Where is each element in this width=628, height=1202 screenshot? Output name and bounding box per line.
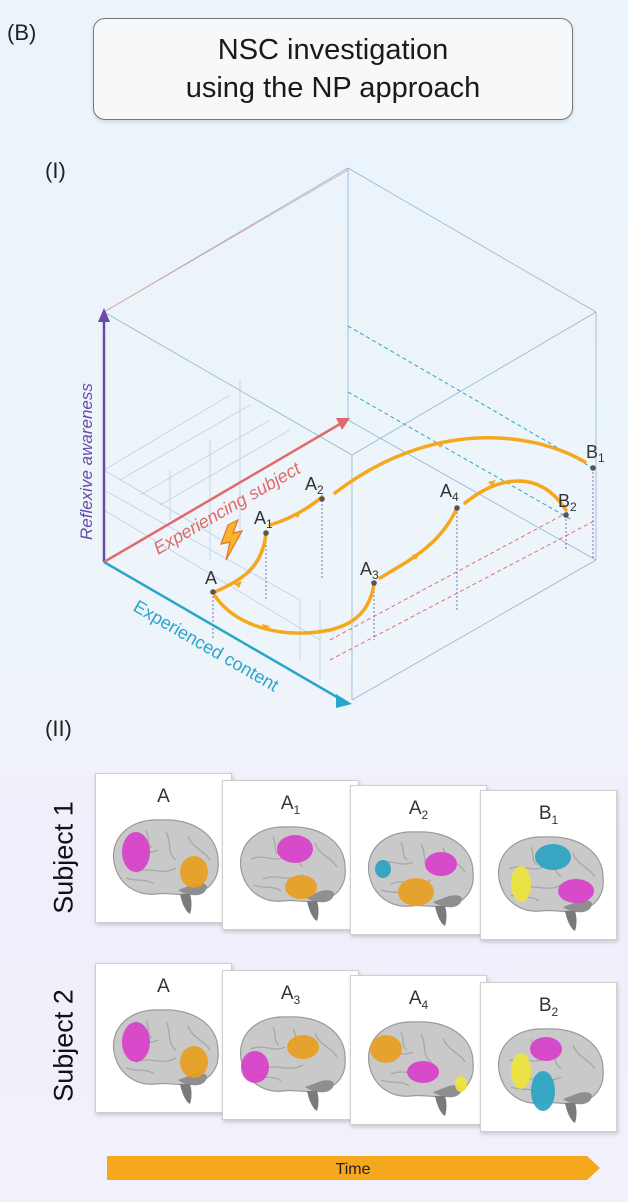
point-b1-label: B — [586, 442, 598, 462]
brain-card-state: A — [280, 793, 294, 814]
brain-card: A — [95, 963, 232, 1113]
point-b2-label: B — [558, 491, 570, 511]
activation-region — [370, 1035, 402, 1063]
brain-card-state-sub: 1 — [551, 812, 559, 827]
point-a1-label: A — [254, 508, 266, 528]
activation-region — [530, 1037, 562, 1061]
brain-card-state-sub: 1 — [293, 802, 301, 817]
brain-card-state: B — [538, 803, 552, 824]
activation-region — [558, 879, 594, 903]
brain-illustration — [497, 836, 604, 931]
title-line-1: NSC investigation — [217, 34, 449, 66]
title-line-2: using the NP approach — [185, 72, 481, 104]
brain-card-state: A — [408, 798, 422, 819]
activation-region — [122, 1022, 150, 1062]
panel-b-label: (B) — [7, 20, 37, 45]
point-b2-sub: 2 — [570, 500, 577, 514]
brain-card-state: A — [280, 983, 294, 1004]
content-axis — [103, 560, 343, 702]
point-a-label: A — [205, 568, 217, 588]
point-a4-sub: 4 — [452, 490, 459, 504]
point-a1-sub: 1 — [266, 517, 273, 531]
brain-card-state-sub: 2 — [551, 1004, 559, 1019]
activation-region — [407, 1061, 439, 1083]
point-a2-sub: 2 — [317, 483, 324, 497]
subject-axis — [103, 422, 341, 564]
activation-region — [241, 1051, 269, 1083]
panel-ii-label: (II) — [45, 716, 72, 741]
point-a2-label: A — [305, 474, 317, 494]
activation-region — [531, 1071, 555, 1111]
activation-region — [425, 852, 457, 876]
activation-region — [122, 832, 150, 872]
brain-card: A — [95, 773, 232, 923]
trajectories — [213, 436, 587, 635]
reflexive-axis-label: Reflexive awareness — [77, 383, 96, 540]
activation-region — [455, 1076, 467, 1092]
brain-illustration — [497, 1028, 604, 1123]
brain-card-state-sub: 3 — [293, 992, 301, 1007]
brain-card: A2 — [350, 785, 487, 935]
time-arrow: Time — [107, 1156, 600, 1180]
content-axis-label: Experienced content — [130, 596, 282, 695]
activation-region — [180, 856, 208, 888]
panel-i-label: (I) — [45, 158, 66, 183]
svg-text:B2: B2 — [558, 491, 577, 514]
stimulus-bolt-icon — [220, 518, 244, 561]
brain-card-label: A1 — [223, 793, 358, 817]
point-a3-label: A — [360, 559, 372, 579]
svg-text:A4: A4 — [440, 481, 459, 504]
brain-card-label: B2 — [481, 995, 616, 1019]
brain-card-label: A — [96, 786, 231, 810]
subject-2-label: Subject 2 — [48, 989, 79, 1102]
brain-card-label: B1 — [481, 803, 616, 827]
svg-text:B1: B1 — [586, 442, 605, 465]
subject-1-label: Subject 1 — [48, 801, 79, 914]
point-b1-sub: 1 — [598, 451, 605, 465]
title-box: NSC investigation using the NP approach — [93, 18, 573, 120]
brain-card-state: B — [538, 995, 552, 1016]
brain-card: B1 — [480, 790, 617, 940]
time-label: Time — [336, 1161, 371, 1178]
brain-card-label: A4 — [351, 988, 486, 1012]
point-a3-sub: 3 — [372, 568, 379, 582]
brain-card-state: A — [157, 786, 170, 807]
brain-card-label: A3 — [223, 983, 358, 1007]
svg-text:A2: A2 — [305, 474, 324, 497]
brain-illustration — [239, 1016, 346, 1111]
activation-region — [511, 1053, 531, 1089]
brain-illustration — [367, 1021, 474, 1116]
brain-card: B2 — [480, 982, 617, 1132]
activation-region — [180, 1046, 208, 1078]
brain-illustration — [112, 819, 219, 914]
activation-region — [375, 860, 391, 878]
brain-illustration — [367, 831, 474, 926]
state-space-diagram: Reflexive awareness Experiencing subject… — [77, 167, 605, 708]
brain-card-state-sub: 2 — [421, 807, 429, 822]
brain-illustration — [239, 826, 346, 921]
activation-region — [285, 875, 317, 899]
brain-illustration — [112, 1009, 219, 1104]
activation-region — [535, 844, 571, 870]
brain-card-state: A — [157, 976, 170, 997]
brain-card-state-sub: 4 — [421, 997, 429, 1012]
activation-region — [287, 1035, 319, 1059]
brain-card: A3 — [222, 970, 359, 1120]
brain-card-state: A — [408, 988, 422, 1009]
brain-card-label: A2 — [351, 798, 486, 822]
svg-text:A1: A1 — [254, 508, 273, 531]
point-a4-label: A — [440, 481, 452, 501]
activation-region — [398, 878, 434, 906]
brain-card: A4 — [350, 975, 487, 1125]
brain-card-label: A — [96, 976, 231, 1000]
brain-card: A1 — [222, 780, 359, 930]
svg-text:A3: A3 — [360, 559, 379, 582]
activation-region — [277, 835, 313, 863]
activation-region — [511, 866, 531, 902]
cube-frame — [103, 167, 597, 701]
